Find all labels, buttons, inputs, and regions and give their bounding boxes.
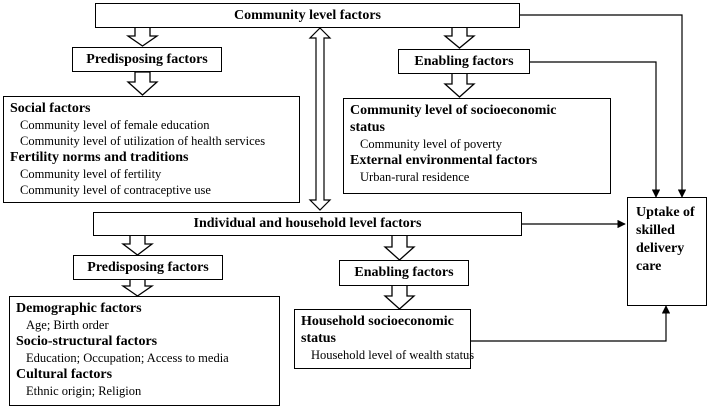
demographic-item: Age; Birth order: [26, 318, 109, 332]
social-factors-heading: Social factors: [10, 101, 91, 116]
individual-level-title: Individual and household level factors: [193, 216, 422, 231]
demographic-heading: Demographic factors: [16, 301, 142, 316]
fertility-item: Community level of contraceptive use: [20, 183, 211, 197]
block-arrow-predisposing-to-social: [126, 71, 159, 96]
social-fertility-box: Social factors Community level of female…: [3, 96, 300, 203]
community-socioeconomic-item: Community level of poverty: [360, 137, 502, 151]
block-arrow-community-to-enabling: [443, 26, 476, 49]
community-level-box: Community level factors: [95, 3, 520, 28]
outcome-line: skilled: [636, 223, 675, 238]
individual-enabling-box: Enabling factors: [339, 260, 469, 286]
individual-predisposing-title: Predisposing factors: [87, 259, 209, 275]
outcome-line: care: [636, 259, 662, 274]
community-socioeconomic-box: Community level of socioeconomic status …: [343, 98, 611, 194]
block-arrow-individual-to-predisposing: [121, 234, 154, 256]
individual-level-box: Individual and household level factors: [93, 212, 522, 236]
community-predisposing-title: Predisposing factors: [86, 51, 208, 67]
community-predisposing-box: Predisposing factors: [72, 47, 222, 72]
community-enabling-box: Enabling factors: [398, 49, 530, 74]
block-arrow-enabling-to-household: [383, 284, 416, 310]
fertility-item: Community level of fertility: [20, 167, 162, 181]
fertility-heading: Fertility norms and traditions: [10, 150, 189, 165]
double-headed-arrow: [308, 27, 332, 211]
household-socioeconomic-heading-line2: status: [301, 331, 337, 346]
connector-community-enabling-to-outcome: [530, 61, 661, 198]
sociostructural-item: Education; Occupation; Access to media: [26, 351, 229, 365]
cultural-item: Ethnic origin; Religion: [26, 384, 142, 398]
connector-community-to-outcome: [520, 14, 687, 198]
community-socioeconomic-heading-line1: Community level of socioeconomic: [350, 103, 557, 118]
sociostructural-heading: Socio-structural factors: [16, 334, 158, 349]
community-socioeconomic-heading-line2: status: [350, 120, 386, 135]
connector-household-to-outcome: [471, 305, 671, 342]
block-arrow-predisposing-to-demographic: [120, 278, 155, 297]
block-arrow-community-to-predisposing: [125, 26, 160, 47]
external-environment-heading: External environmental factors: [350, 153, 538, 168]
block-arrow-enabling-to-socioeconomic: [443, 72, 476, 98]
community-level-title: Community level factors: [234, 7, 381, 23]
external-environment-item: Urban-rural residence: [360, 170, 470, 184]
outcome-box: Uptake of skilled delivery care: [627, 197, 707, 306]
outcome-line: delivery: [636, 241, 685, 256]
household-socioeconomic-item: Household level of wealth status: [311, 348, 475, 362]
social-factor-item: Community level of female education: [20, 118, 210, 132]
household-socioeconomic-box: Household socioeconomic status Household…: [294, 309, 475, 369]
individual-enabling-title: Enabling factors: [354, 265, 454, 280]
block-arrow-individual-to-enabling: [383, 234, 416, 261]
individual-predisposing-box: Predisposing factors: [73, 255, 223, 280]
community-enabling-title: Enabling factors: [414, 53, 514, 69]
social-factor-item: Community level of utilization of health…: [20, 134, 266, 148]
individual-factors-box: Demographic factors Age; Birth order Soc…: [9, 296, 280, 406]
outcome-line: Uptake of: [636, 205, 695, 220]
cultural-heading: Cultural factors: [16, 367, 113, 382]
household-socioeconomic-heading-line1: Household socioeconomic: [301, 314, 454, 329]
